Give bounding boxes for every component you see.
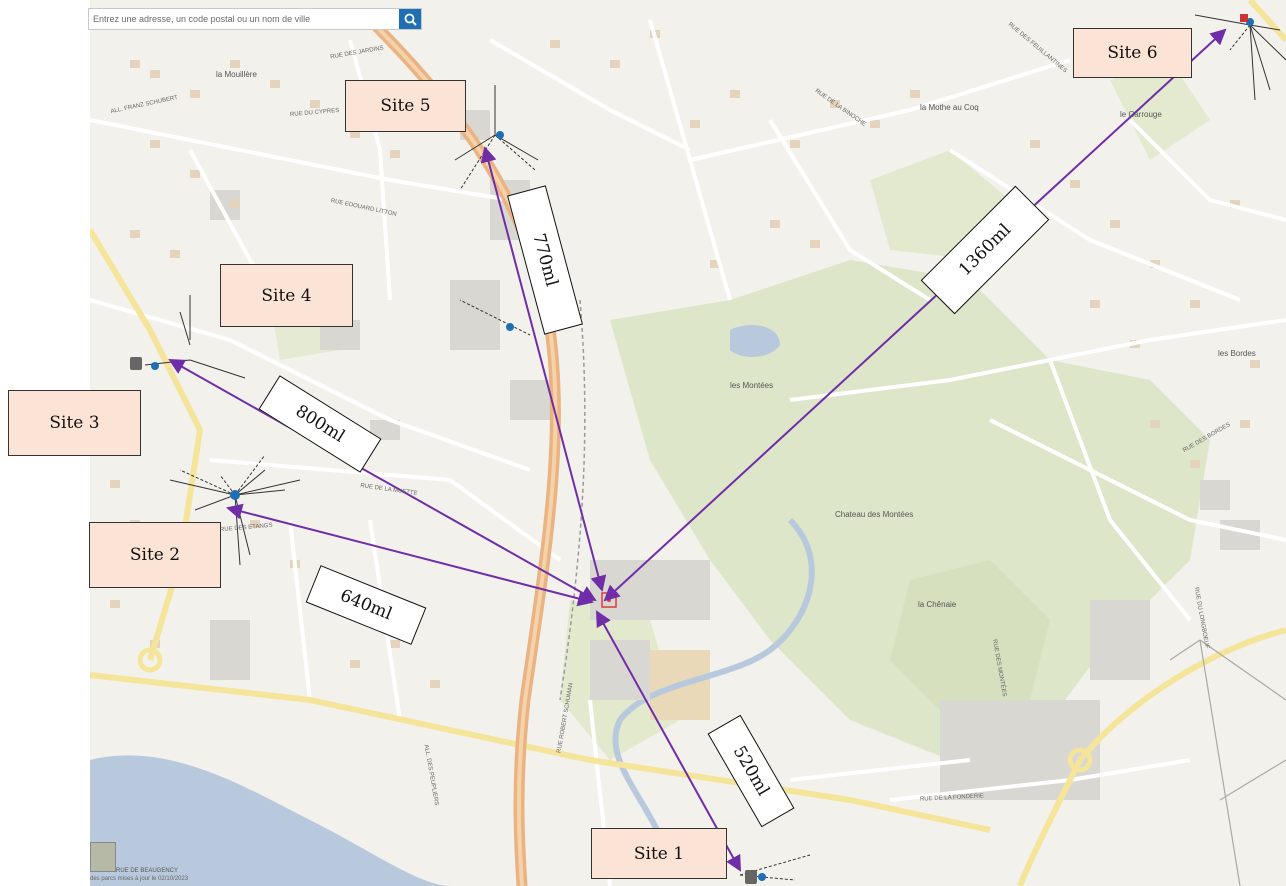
arrow-site5	[480, 146, 607, 592]
arrow-site6	[603, 28, 1227, 602]
site-3-label: Site 3	[8, 390, 141, 456]
arrow-site2	[226, 503, 594, 607]
place-label: les Bordes	[1218, 349, 1256, 358]
motorway	[366, 16, 561, 886]
site-4-label: Site 4	[220, 264, 353, 327]
search-button[interactable]	[399, 9, 421, 29]
search-bar	[88, 8, 422, 30]
place-label: Chateau des Montées	[835, 510, 914, 519]
arrow-site1	[596, 610, 741, 872]
place-label: la Mouillère	[216, 70, 257, 79]
scale-label: RUE DE BEAUGENCY	[116, 868, 179, 874]
site-6-label: Site 6	[1073, 28, 1192, 78]
river	[90, 755, 450, 886]
map-view[interactable]: la Mouillère la Mothe au Coq le Carrouge…	[90, 0, 1286, 886]
search-icon	[404, 13, 417, 26]
place-label: les Montées	[730, 381, 774, 390]
site-1-label: Site 1	[591, 828, 727, 879]
place-label: la Mothe au Coq	[920, 103, 979, 112]
attribution-text: des parcs mises à jour le 02/10/2023	[90, 876, 189, 882]
place-label: le Carrouge	[1120, 110, 1162, 119]
site-5-label: Site 5	[345, 80, 466, 132]
basemap-thumbnail[interactable]	[90, 842, 116, 872]
distance-arrows	[168, 28, 1227, 872]
boundaries	[1169, 639, 1286, 886]
map-canvas	[90, 0, 1286, 886]
search-input[interactable]	[89, 9, 403, 29]
place-label: la Chênaie	[918, 600, 957, 609]
site-2-label: Site 2	[89, 522, 221, 588]
